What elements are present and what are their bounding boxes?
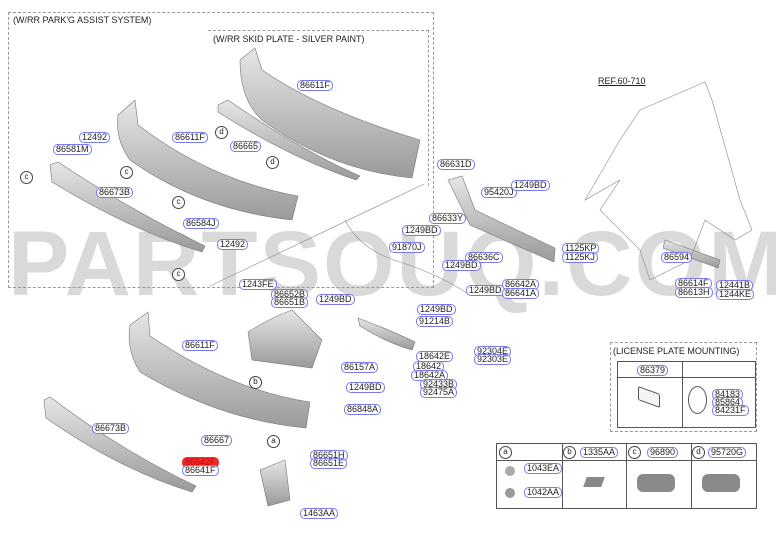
part-label[interactable]: 91214B [416, 316, 454, 327]
sensor-icon [702, 474, 740, 492]
part-label[interactable]: 86594 [661, 252, 693, 263]
clip-icon [505, 488, 515, 498]
part-label[interactable]: 1249BD [466, 285, 505, 296]
ref-label[interactable]: REF.60-710 [598, 76, 646, 86]
part-label[interactable]: 86633Y [429, 213, 467, 224]
part-label[interactable]: 92303E [474, 354, 512, 365]
part-label[interactable]: 86611F [297, 80, 333, 91]
pad-icon [638, 385, 660, 409]
bracket-beam [447, 175, 556, 263]
part-label[interactable]: 1463AA [300, 508, 339, 519]
part-label[interactable]: 86651B [271, 297, 309, 308]
part-label[interactable]: 86613H [675, 287, 713, 298]
part-label[interactable]: 86673B [92, 423, 130, 434]
group-title: (W/RR SKID PLATE - SILVER PAINT) [213, 34, 365, 44]
part-label[interactable]: 1243FE [239, 279, 277, 290]
callout-c: c [120, 166, 133, 179]
diag-line [209, 183, 425, 287]
callout-c: c [20, 171, 33, 184]
license-plate-group [610, 342, 757, 432]
part-label[interactable]: 12492 [79, 132, 111, 143]
ring-icon [688, 386, 707, 414]
part-label[interactable]: 1249BD [511, 180, 550, 191]
part-label[interactable]: 1244KE [716, 289, 755, 300]
part-label[interactable]: 86581M [53, 144, 92, 155]
part-label[interactable]: 91870J [389, 242, 425, 253]
part-label[interactable]: 86379 [637, 365, 669, 376]
part-label[interactable]: 1042AA [524, 487, 563, 498]
skid-garnish [217, 99, 361, 181]
part-label[interactable]: 95420J [481, 187, 517, 198]
part-label[interactable]: 1125KJ [562, 252, 598, 263]
sensor-icon [637, 474, 675, 492]
part-label[interactable]: 86611F [182, 340, 218, 351]
part-label[interactable]: 86641F [182, 465, 219, 476]
part-label[interactable]: 86611F [172, 132, 208, 143]
group-title: (LICENSE PLATE MOUNTING) [613, 346, 740, 356]
part-label[interactable]: 1249BD [316, 294, 355, 305]
lower-garnish-2 [43, 396, 197, 493]
callout-d: d [692, 446, 705, 459]
license-plate-table [617, 361, 756, 428]
corner-cover [247, 309, 323, 369]
callout-d: d [215, 126, 228, 139]
part-label[interactable]: 96890 [647, 447, 679, 458]
part-label[interactable]: 86665 [230, 141, 262, 152]
group-title: (W/RR PARK'G ASSIST SYSTEM) [13, 15, 152, 25]
skid-plate-group [208, 30, 429, 186]
part-label[interactable]: 1249BD [417, 304, 456, 315]
callout-c: c [172, 196, 185, 209]
callout-b: b [249, 376, 262, 389]
clip-icon [505, 466, 515, 476]
part-label[interactable]: 1335AA [580, 447, 619, 458]
callout-c: c [172, 268, 185, 281]
part-label[interactable]: 86584J [183, 218, 219, 229]
bumper-upper [117, 99, 299, 221]
bumper-skid [239, 47, 421, 179]
nut-icon [583, 477, 605, 487]
part-label[interactable]: 86636C [465, 252, 503, 263]
bracket [259, 459, 291, 507]
reflector [357, 317, 416, 351]
bumper-lower [128, 311, 311, 429]
part-label[interactable]: 86673B [96, 187, 134, 198]
part-label[interactable]: 92475A [420, 387, 458, 398]
callout-a: a [267, 435, 280, 448]
part-label[interactable]: 86848A [344, 404, 382, 415]
part-label[interactable]: 86667 [201, 435, 233, 446]
callout-c: c [628, 446, 641, 459]
part-label[interactable]: 1249BD [346, 382, 385, 393]
wiring-harness [344, 219, 471, 296]
lower-garnish [49, 161, 206, 253]
park-assist-group [8, 12, 434, 288]
part-label[interactable]: 1249BD [402, 225, 441, 236]
part-label[interactable]: 86157A [341, 362, 379, 373]
part-label[interactable]: 1249BD [442, 260, 481, 271]
callout-d: d [266, 156, 279, 169]
part-label[interactable]: 86631D [437, 159, 475, 170]
part-label[interactable]: 1043EA [524, 463, 563, 474]
part-label[interactable]: 95720G [708, 447, 747, 458]
part-label[interactable]: 84231F [712, 405, 749, 416]
watermark: PARTSOUQ.COM [8, 213, 776, 315]
callout-a: a [499, 446, 512, 459]
hardware-table [496, 443, 757, 509]
callout-b: b [563, 446, 576, 459]
part-label[interactable]: 86651E [310, 458, 348, 469]
part-label[interactable]: 86641A [502, 288, 540, 299]
part-label[interactable]: 12492 [217, 239, 249, 250]
